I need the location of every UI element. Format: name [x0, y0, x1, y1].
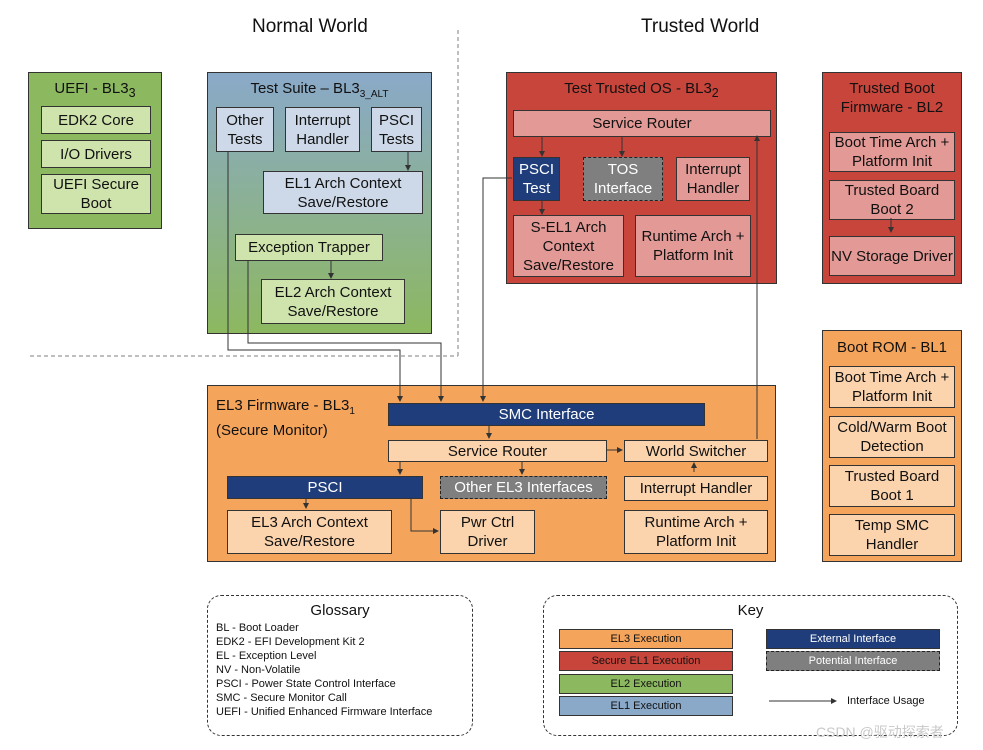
- smc-interface-box: SMC Interface: [388, 403, 705, 426]
- key-panel: Key EL3 Execution Secure EL1 Execution E…: [543, 595, 958, 736]
- ts-interrupt-handler-box: Interrupt Handler: [285, 107, 360, 152]
- glossary-entry: PSCI - Power State Control Interface: [216, 678, 396, 690]
- el3-runtime-arch-box: Runtime Arch + Platform Init: [624, 510, 768, 554]
- key-title: Key: [737, 602, 764, 619]
- nv-storage-driver-box: NV Storage Driver: [829, 236, 955, 276]
- key-interface-usage-label: Interface Usage: [847, 695, 925, 707]
- tbf-boot-time-arch-box: Boot Time Arch + Platform Init: [829, 132, 955, 172]
- el3-title: EL3 Firmware - BL31 (Secure Monitor): [216, 397, 355, 439]
- el3-service-router-box: Service Router: [388, 440, 607, 462]
- trusted-world-label: Trusted World: [641, 16, 760, 37]
- trusted-board-boot-1-box: Trusted Board Boot 1: [829, 465, 955, 507]
- arrow-psci-test-to-smc: [480, 177, 512, 402]
- key-el2-swatch: EL2 Execution: [559, 674, 733, 694]
- watermark: CSDN @驱动探索者: [816, 724, 944, 740]
- psci-test-box: PSCI Test: [513, 157, 560, 201]
- arrow-other-tests-to-smc: [227, 151, 403, 402]
- key-sel1-swatch: Secure EL1 Execution: [559, 651, 733, 671]
- trusted-board-boot-2-box: Trusted Board Boot 2: [829, 180, 955, 220]
- key-potential-interface-swatch: Potential Interface: [766, 651, 940, 671]
- tbf-title: Trusted Boot Firmware - BL2: [840, 80, 944, 116]
- psci-tests-box: PSCI Tests: [371, 107, 422, 152]
- other-tests-box: Other Tests: [216, 107, 274, 152]
- tos-service-router-box: Service Router: [513, 110, 771, 137]
- world-switcher-box: World Switcher: [624, 440, 768, 462]
- tos-title: Test Trusted OS - BL32: [564, 80, 719, 100]
- el3-arch-context-box: EL3 Arch Context Save/Restore: [227, 510, 392, 554]
- other-el3-interfaces-box: Other EL3 Interfaces: [440, 476, 607, 499]
- glossary-panel: Glossary BL - Boot Loader EDK2 - EFI Dev…: [207, 595, 473, 736]
- glossary-title: Glossary: [310, 602, 370, 619]
- el3-interrupt-handler-box: Interrupt Handler: [624, 476, 768, 501]
- el1-arch-context-box: EL1 Arch Context Save/Restore: [263, 171, 423, 214]
- edk2-core-box: EDK2 Core: [41, 106, 151, 134]
- exception-trapper-box: Exception Trapper: [235, 234, 383, 261]
- arrow-trapper-to-smc: [247, 260, 444, 402]
- pwr-ctrl-driver-box: Pwr Ctrl Driver: [440, 510, 535, 554]
- uefi-bl33-container: UEFI - BL33 EDK2 Core I/O Drivers UEFI S…: [28, 72, 162, 229]
- test-suite-container: Test Suite – BL33_ALT Other Tests Interr…: [207, 72, 432, 334]
- uefi-secure-boot-box: UEFI Secure Boot: [41, 174, 151, 214]
- tos-runtime-arch-box: Runtime Arch + Platform Init: [635, 215, 751, 277]
- test-trusted-os-container: Test Trusted OS - BL32 Service Router PS…: [506, 72, 777, 284]
- tos-interrupt-handler-box: Interrupt Handler: [676, 157, 750, 201]
- glossary-entry: EDK2 - EFI Development Kit 2: [216, 636, 365, 648]
- sel1-arch-context-box: S-EL1 Arch Context Save/Restore: [513, 215, 624, 277]
- world-divider: [30, 30, 459, 357]
- boot-rom-title: Boot ROM - BL1: [836, 339, 948, 356]
- normal-world-label: Normal World: [252, 16, 368, 37]
- trusted-boot-firmware-container: Trusted Boot Firmware - BL2 Boot Time Ar…: [822, 72, 962, 284]
- test-suite-title: Test Suite – BL33_ALT: [250, 80, 389, 100]
- bootrom-boot-time-arch-box: Boot Time Arch + Platform Init: [829, 366, 955, 408]
- el3-firmware-container: EL3 Firmware - BL31 (Secure Monitor) SMC…: [207, 385, 776, 562]
- io-drivers-box: I/O Drivers: [41, 140, 151, 168]
- glossary-entry: UEFI - Unified Enhanced Firmware Interfa…: [216, 706, 433, 718]
- glossary-entry: EL - Exception Level: [216, 650, 317, 662]
- tos-interface-box: TOS Interface: [583, 157, 663, 201]
- cold-warm-boot-box: Cold/Warm Boot Detection: [829, 416, 955, 458]
- glossary-entry: NV - Non-Volatile: [216, 664, 301, 676]
- key-el1-swatch: EL1 Execution: [559, 696, 733, 716]
- el3-psci-box: PSCI: [227, 476, 423, 499]
- arrow-psci-to-pwr-ctrl: [410, 498, 439, 534]
- key-external-interface-swatch: External Interface: [766, 629, 940, 649]
- glossary-entry: BL - Boot Loader: [216, 622, 299, 634]
- key-el3-swatch: EL3 Execution: [559, 629, 733, 649]
- uefi-title: UEFI - BL33: [54, 80, 136, 100]
- temp-smc-handler-box: Temp SMC Handler: [829, 514, 955, 556]
- glossary-entry: SMC - Secure Monitor Call: [216, 692, 347, 704]
- el2-arch-context-box: EL2 Arch Context Save/Restore: [261, 279, 405, 324]
- boot-rom-container: Boot ROM - BL1 Boot Time Arch + Platform…: [822, 330, 962, 562]
